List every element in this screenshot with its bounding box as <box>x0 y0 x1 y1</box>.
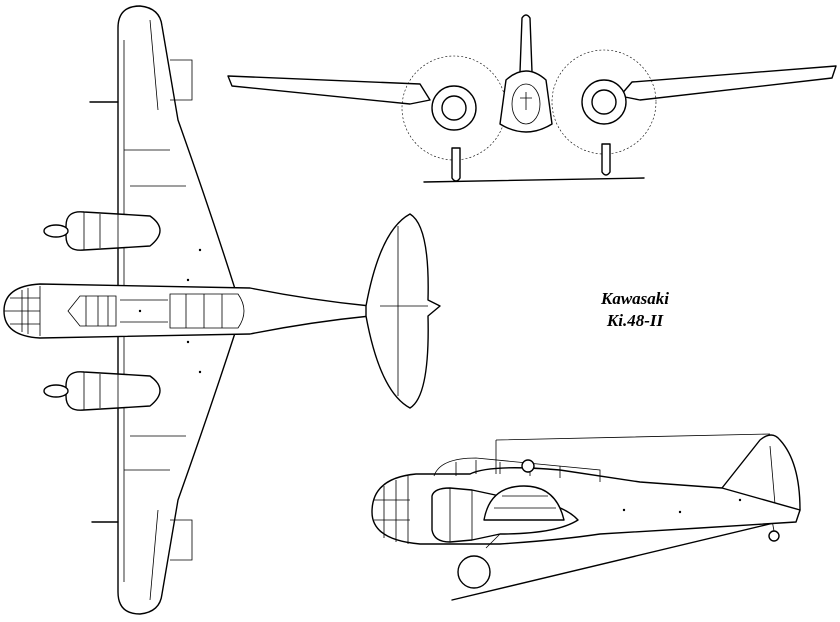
top-view-upper-nacelle <box>65 211 161 251</box>
top-view-upper-wing <box>117 5 237 301</box>
aircraft-manufacturer: Kawasaki <box>600 289 670 308</box>
side-view-main-wheel <box>457 555 491 589</box>
front-view-left-wing <box>227 75 431 105</box>
top-view-lower-nacelle <box>65 371 161 411</box>
front-view-right-wing <box>619 65 837 101</box>
top-view <box>3 5 441 615</box>
top-view-tailplane <box>365 213 441 409</box>
top-view-lower-wing <box>117 321 237 615</box>
top-view-fuselage <box>3 283 431 339</box>
aircraft-model: Ki.48-II <box>606 311 664 330</box>
front-view-fin <box>519 14 533 73</box>
front-view <box>227 14 837 183</box>
aircraft-title: Kawasaki Ki.48-II <box>580 288 690 332</box>
side-view <box>371 433 801 601</box>
